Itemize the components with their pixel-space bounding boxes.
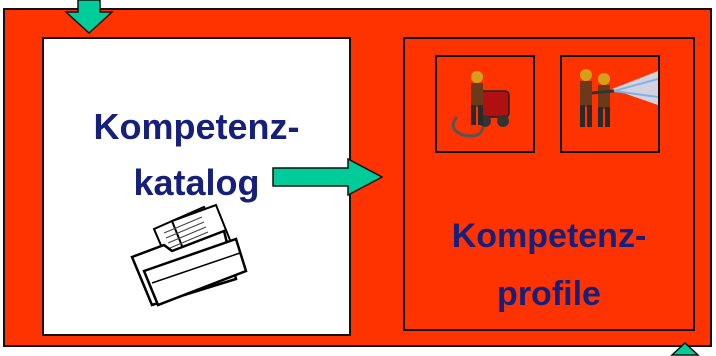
catalog-title-line2: katalog	[133, 162, 260, 203]
catalog-title-line1: Kompetenz-	[93, 106, 300, 147]
profiles-title: Kompetenz- profile	[405, 207, 693, 323]
catalog-title: Kompetenz- katalog	[44, 99, 349, 211]
profiles-title-line2: profile	[497, 275, 601, 313]
firefighter-pump-icon	[435, 55, 535, 153]
profiles-box: Kompetenz- profile	[403, 37, 695, 331]
catalog-box: Kompetenz- katalog	[42, 37, 351, 336]
outer-frame: Kompetenz- katalog	[3, 8, 712, 347]
profiles-title-line1: Kompetenz-	[451, 217, 647, 255]
document-folder-icon	[130, 203, 248, 307]
arrow-right-icon	[272, 158, 384, 196]
firefighter-hose-icon	[560, 55, 660, 153]
arrow-down-icon	[64, 0, 114, 34]
arrow-up-icon	[670, 342, 700, 356]
